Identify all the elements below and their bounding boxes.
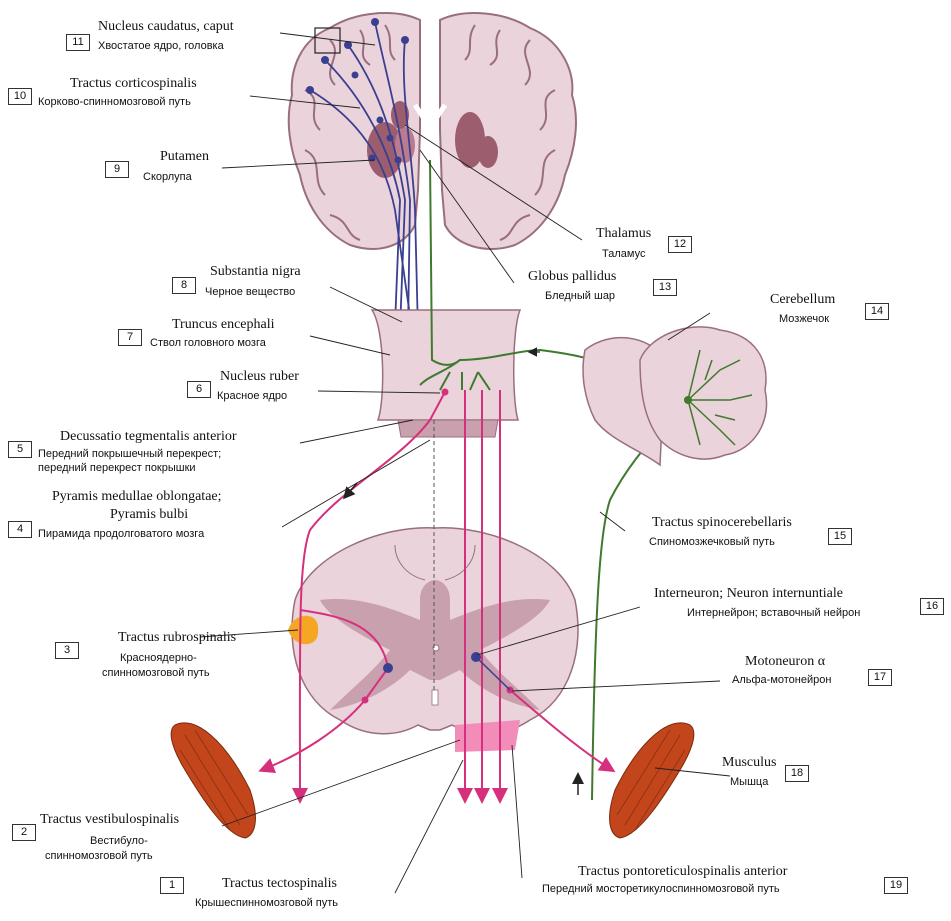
- label-11-latin: Nucleus caudatus, caput: [98, 19, 234, 35]
- brainstem: [372, 310, 520, 437]
- brain-coronal-section: [289, 13, 576, 249]
- label-16-latin: Interneuron; Neuron internuntiale: [654, 586, 843, 602]
- label-13-latin: Globus pallidus: [528, 269, 616, 285]
- label-3-latin: Tractus rubrospinalis: [118, 630, 236, 646]
- label-9-latin: Putamen: [160, 149, 209, 165]
- label-5-russian: Передний покрышечный перекрест;: [38, 448, 221, 461]
- label-11-number: 11: [66, 34, 90, 51]
- label-10-latin: Tractus corticospinalis: [70, 76, 197, 92]
- label-12-number: 12: [668, 236, 692, 253]
- label-10-russian: Корково-спинномозговой путь: [38, 96, 191, 109]
- label-19-russian: Передний мосторетикулоспинномозговой пут…: [542, 883, 780, 896]
- label-17-number: 17: [868, 669, 892, 686]
- label-5-number: 5: [8, 441, 32, 458]
- label-16-russian: Интернейрон; вставочный нейрон: [687, 607, 860, 620]
- right-pallidus: [478, 136, 498, 168]
- label-15-russian: Спиномозжечковый путь: [649, 536, 775, 549]
- label-2-russian: Вестибуло-: [90, 835, 148, 848]
- label-17-latin: Motoneuron α: [745, 654, 825, 670]
- label-4-number: 4: [8, 521, 32, 538]
- label-5-latin: Decussatio tegmentalis anterior: [60, 429, 237, 445]
- label-15-number: 15: [828, 528, 852, 545]
- label-10-number: 10: [8, 88, 32, 105]
- label-19-latin: Tractus pontoreticulospinalis anterior: [578, 864, 787, 880]
- label-9-number: 9: [105, 161, 129, 178]
- label-7-latin: Truncus encephali: [172, 317, 275, 333]
- label-2-latin: Tractus vestibulospinalis: [40, 812, 179, 828]
- label-6-russian: Красное ядро: [217, 390, 287, 403]
- label-3-russian-2: спинномозговой путь: [102, 667, 210, 680]
- label-2-russian-2: спинномозговой путь: [45, 850, 153, 863]
- label-17-russian: Альфа-мотонейрон: [732, 674, 831, 687]
- label-18-number: 18: [785, 765, 809, 782]
- muscle-right: [610, 723, 694, 838]
- label-12-latin: Thalamus: [596, 226, 651, 242]
- label-13-number: 13: [653, 279, 677, 296]
- label-15-latin: Tractus spinocerebellaris: [652, 515, 792, 531]
- cerebellum: [583, 327, 767, 465]
- label-4-latin: Pyramis medullae oblongatae;: [52, 489, 222, 505]
- label-9-russian: Скорлупа: [143, 171, 192, 184]
- label-19-number: 19: [884, 877, 908, 894]
- label-8-number: 8: [172, 277, 196, 294]
- label-5-russian-2: передний перекрест покрышки: [38, 462, 196, 475]
- label-1-russian: Крышеспинномозговой путь: [195, 897, 338, 910]
- label-14-number: 14: [865, 303, 889, 320]
- label-2-number: 2: [12, 824, 36, 841]
- label-6-number: 6: [187, 381, 211, 398]
- label-4-latin-2: Pyramis bulbi: [110, 507, 188, 523]
- muscle-left: [171, 723, 255, 838]
- label-6-latin: Nucleus ruber: [220, 369, 299, 385]
- label-1-latin: Tractus tectospinalis: [222, 876, 337, 892]
- cerebellum-folia: [640, 327, 767, 459]
- label-13-russian: Бледный шар: [545, 290, 615, 303]
- label-18-russian: Мышца: [730, 776, 768, 789]
- label-16-number: 16: [920, 598, 944, 615]
- label-3-number: 3: [55, 642, 79, 659]
- label-18-latin: Musculus: [722, 755, 776, 771]
- label-14-russian: Мозжечок: [779, 313, 829, 326]
- label-7-number: 7: [118, 329, 142, 346]
- label-12-russian: Таламус: [602, 248, 645, 261]
- label-8-latin: Substantia nigra: [210, 264, 301, 280]
- label-14-latin: Cerebellum: [770, 292, 835, 308]
- label-4-russian: Пирамида продолговатого мозга: [38, 528, 204, 541]
- spinal-cord-section: [288, 528, 578, 752]
- label-7-russian: Ствол головного мозга: [150, 337, 266, 350]
- label-1-number: 1: [160, 877, 184, 894]
- label-11-russian: Хвостатое ядро, головка: [98, 40, 224, 53]
- label-8-russian: Черное вещество: [205, 286, 295, 299]
- label-3-russian: Красноядерно-: [120, 652, 197, 665]
